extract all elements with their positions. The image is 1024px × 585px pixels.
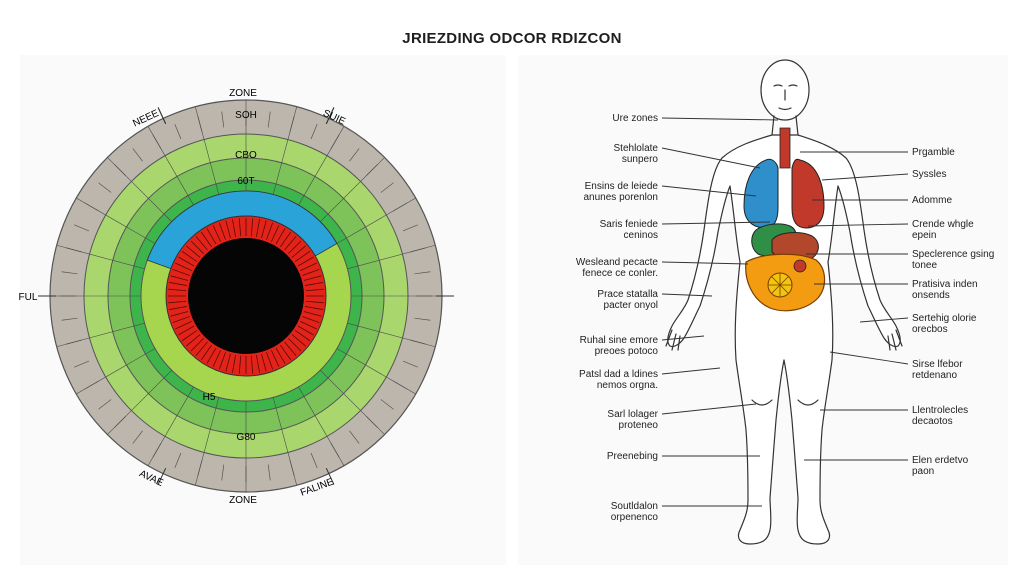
body-label-line: paon	[912, 466, 968, 477]
body-label-line: Elen erdetvo	[912, 455, 968, 466]
body-label-line: Llentrolecles	[912, 405, 968, 416]
body-label-left: Soutldalonorpenenco	[611, 501, 658, 523]
body-label-right: Sertehig olorieorecbos	[912, 313, 976, 335]
body-label-line: Stehlolate	[614, 143, 658, 154]
body-label-line: Syssles	[912, 169, 946, 180]
body-outline	[668, 135, 900, 544]
leader-line	[662, 118, 778, 120]
body-label-right: Prgamble	[912, 147, 955, 158]
body-label-left: Sarl lolagerproteneo	[607, 409, 658, 431]
body-label-line: Patsl dad a ldines	[579, 369, 658, 380]
leader-line	[662, 368, 720, 374]
body-label-line: retdenano	[912, 370, 963, 381]
body-label-line: pacter onyol	[597, 300, 658, 311]
body-label-left: Saris feniedeceninos	[600, 219, 658, 241]
body-label-line: orpenenco	[611, 512, 658, 523]
body-label-line: tonee	[912, 260, 994, 271]
body-label-line: Sirse lfebor	[912, 359, 963, 370]
leader-line	[662, 294, 712, 296]
body-label-line: preoes potoco	[580, 346, 658, 357]
body-label-line: Speclerence gsing	[912, 249, 994, 260]
body-label-line: orecbos	[912, 324, 976, 335]
body-label-line: Ruhal sine emore	[580, 335, 658, 346]
kidney-organ	[794, 260, 806, 272]
body-label-line: decaotos	[912, 416, 968, 427]
body-label-line: sunpero	[614, 154, 658, 165]
body-label-line: onsends	[912, 290, 978, 301]
body-label-line: Soutldalon	[611, 501, 658, 512]
body-label-line: proteneo	[607, 420, 658, 431]
body-label-left: Ensins de leiedeanunes porenlon	[583, 181, 658, 203]
body-label-left: Wesleand pecactefenece ce conler.	[576, 257, 658, 279]
body-label-line: nemos orgna.	[579, 380, 658, 391]
body-label-line: Wesleand pecacte	[576, 257, 658, 268]
body-label-right: Sirse lfeborretdenano	[912, 359, 963, 381]
body-label-right: Syssles	[912, 169, 946, 180]
leader-line	[662, 404, 756, 414]
body-label-left: Patsl dad a ldinesnemos orgna.	[579, 369, 658, 391]
body-label-line: Preenebing	[607, 451, 658, 462]
body-label-left: Stehlolatesunpero	[614, 143, 658, 165]
body-label-line: ceninos	[600, 230, 658, 241]
body-label-line: Prgamble	[912, 147, 955, 158]
body-label-right: Elen erdetvopaon	[912, 455, 968, 477]
trachea-organ	[780, 128, 790, 168]
body-label-line: Ure zones	[612, 113, 658, 124]
body-label-line: Prace statalla	[597, 289, 658, 300]
body-label-right: Adomme	[912, 195, 952, 206]
body-label-line: Sertehig olorie	[912, 313, 976, 324]
body-label-line: Saris feniede	[600, 219, 658, 230]
body-label-line: anunes porenlon	[583, 192, 658, 203]
body-label-line: Pratisiva inden	[912, 279, 978, 290]
body-label-left: Preenebing	[607, 451, 658, 462]
body-label-line: Adomme	[912, 195, 952, 206]
body-label-line: Ensins de leiede	[583, 181, 658, 192]
body-label-line: epein	[912, 230, 974, 241]
body-label-line: fenece ce conler.	[576, 268, 658, 279]
body-label-line: Crende whgle	[912, 219, 974, 230]
body-label-line: Sarl lolager	[607, 409, 658, 420]
leader-line	[830, 352, 908, 364]
body-label-left: Ure zones	[612, 113, 658, 124]
